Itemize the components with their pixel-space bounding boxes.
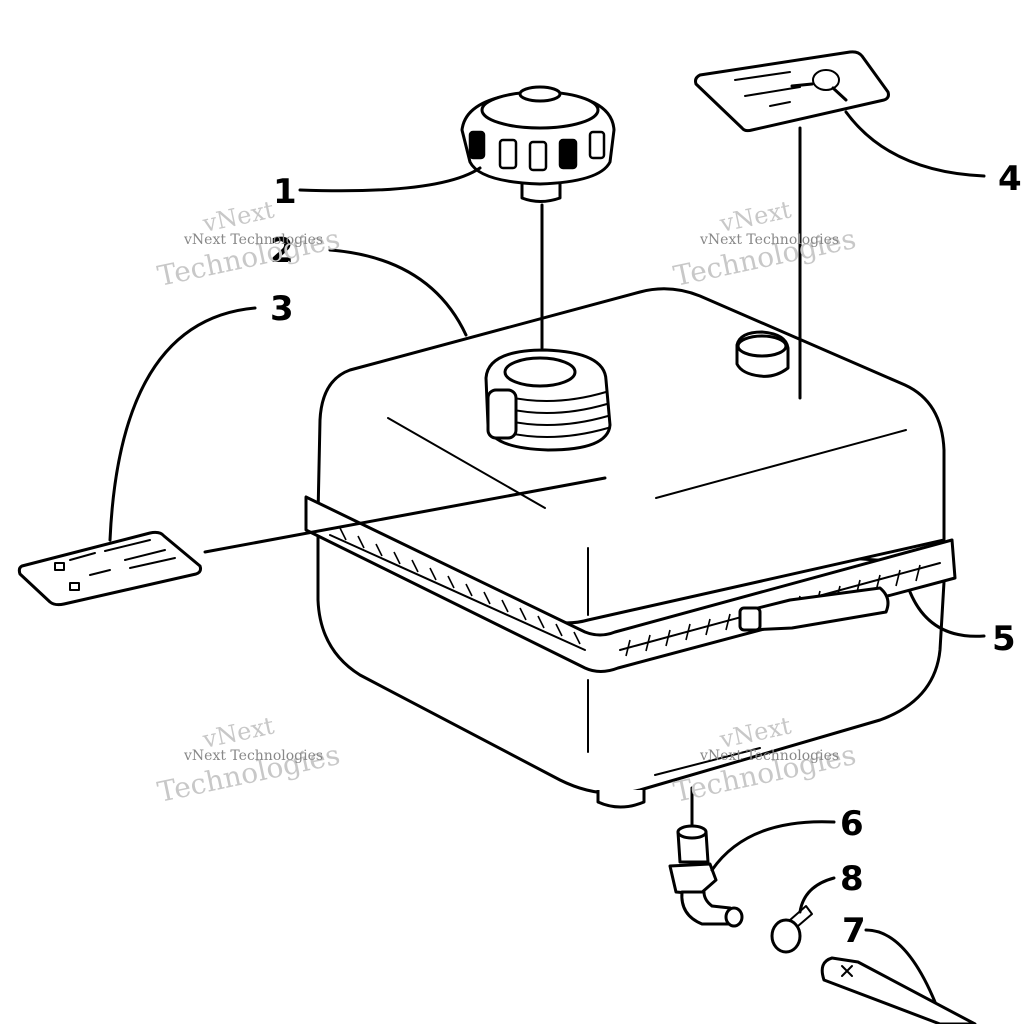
callout-numbers: 1 2 3 4 5 6 8 7 (270, 159, 1022, 951)
watermark-top-left: vNext Technologies vNext Technologies (155, 195, 343, 292)
decal-left (17, 530, 202, 607)
callout-5: 5 (992, 619, 1016, 659)
callout-3: 3 (270, 289, 294, 329)
watermark-small: vNext Technologies (699, 748, 839, 764)
watermark-small: vNext Technologies (183, 232, 323, 248)
watermark-bottom-left: vNext Technologies vNext Technologies (155, 711, 343, 808)
callout-6: 6 (840, 804, 864, 844)
watermark-small: vNext Technologies (183, 748, 323, 764)
tank-strap (304, 495, 957, 673)
callout-7: 7 (842, 911, 866, 951)
decal-right (694, 50, 890, 133)
fuel-cap (460, 85, 616, 203)
watermark-small: vNext Technologies (699, 232, 839, 248)
leader-lines (108, 110, 986, 1004)
vent-fitting (735, 330, 790, 378)
watermark-top-right: vNext Technologies vNext Technologies (671, 195, 859, 292)
fuel-hose (820, 956, 977, 1024)
callout-4: 4 (998, 159, 1022, 199)
filler-neck (484, 348, 612, 452)
elbow-fitting (668, 824, 744, 928)
hose-clamp (770, 905, 813, 954)
callout-8: 8 (840, 859, 864, 899)
callout-1: 1 (273, 172, 297, 212)
callout-2: 2 (270, 231, 294, 271)
